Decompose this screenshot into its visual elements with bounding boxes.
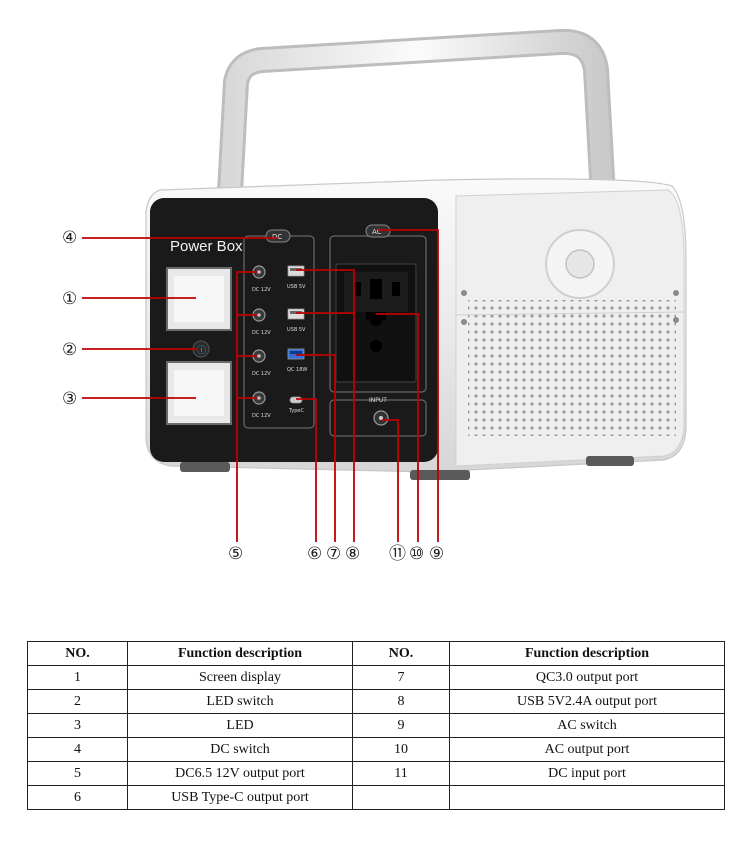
- svg-text:USB 5V: USB 5V: [287, 284, 306, 290]
- svg-text:DC: DC: [272, 233, 282, 241]
- table-cell: 4: [27, 737, 128, 762]
- table-header-row: NO. Function description NO. Function de…: [27, 641, 725, 666]
- callout-lines: [82, 229, 439, 542]
- svg-text:AC: AC: [372, 228, 382, 236]
- table-cell: AC output port: [449, 737, 725, 762]
- svg-text:DC 12V: DC 12V: [252, 413, 271, 419]
- table-row: 3 LED 9 AC switch: [27, 713, 725, 738]
- header-no: NO.: [352, 641, 450, 666]
- callout-8: ⑧: [345, 544, 360, 563]
- table-row: 4 DC switch 10 AC output port: [27, 737, 725, 762]
- callout-1: ①: [62, 289, 77, 308]
- dc-input-port[interactable]: [373, 410, 389, 426]
- table-cell: 2: [27, 689, 128, 714]
- qc-18w-port[interactable]: QC 18W: [287, 348, 307, 373]
- input-group-frame: [329, 399, 427, 437]
- callout-6: ⑥: [307, 544, 322, 563]
- brand-logo: Power Box: [170, 238, 243, 255]
- header-description: Function description: [127, 641, 353, 666]
- svg-text:DC 12V: DC 12V: [252, 287, 271, 293]
- table-cell: 5: [27, 761, 128, 786]
- callout-3: ③: [62, 389, 77, 408]
- dc-switch-button[interactable]: DC: [265, 229, 291, 243]
- table-row: 5 DC6.5 12V output port 11 DC input port: [27, 761, 725, 786]
- svg-text:QC 18W: QC 18W: [287, 367, 307, 373]
- table-cell: 1: [27, 665, 128, 690]
- table-cell: DC switch: [127, 737, 353, 762]
- svg-text:USB 5V: USB 5V: [287, 327, 306, 333]
- table-cell: USB 5V2.4A output port: [449, 689, 725, 714]
- table-cell: LED switch: [127, 689, 353, 714]
- table-cell: 9: [352, 713, 450, 738]
- table-cell: [352, 785, 450, 810]
- svg-text:DC 12V: DC 12V: [252, 371, 271, 377]
- handle-pivot: [545, 229, 615, 299]
- table-cell: 11: [352, 761, 450, 786]
- table-cell: 10: [352, 737, 450, 762]
- power-station-diagram: Power Box ⓘ DC DC 12V DC 12V DC 12V DC 1…: [62, 28, 687, 563]
- svg-text:TypeC: TypeC: [288, 408, 304, 414]
- table-cell: AC switch: [449, 713, 725, 738]
- callout-numbers: ④ ① ② ③ ⑤ ⑥ ⑦ ⑧ ⑪ ⑩ ⑨: [62, 228, 444, 563]
- callout-7: ⑦: [326, 544, 341, 563]
- table-cell: 7: [352, 665, 450, 690]
- table-cell: USB Type-C output port: [127, 785, 353, 810]
- table-cell: DC input port: [449, 761, 725, 786]
- table-cell: 8: [352, 689, 450, 714]
- header-no: NO.: [27, 641, 128, 666]
- table-cell: Screen display: [127, 665, 353, 690]
- table-row: 6 USB Type-C output port: [27, 785, 725, 810]
- callout-11: ⑪: [389, 544, 406, 563]
- handle: [217, 28, 619, 251]
- table-cell: 3: [27, 713, 128, 738]
- table-row: 2 LED switch 8 USB 5V2.4A output port: [27, 689, 725, 714]
- speaker-grille: [468, 300, 676, 436]
- callout-5: ⑤: [228, 544, 243, 563]
- header-description: Function description: [449, 641, 725, 666]
- callout-9: ⑨: [429, 544, 444, 563]
- table-cell: DC6.5 12V output port: [127, 761, 353, 786]
- svg-text:DC 12V: DC 12V: [252, 330, 271, 336]
- dc-12v-port[interactable]: DC 12V: [252, 349, 271, 377]
- table-cell: QC3.0 output port: [449, 665, 725, 690]
- callout-10: ⑩: [409, 544, 424, 563]
- ac-output-socket[interactable]: [335, 263, 417, 383]
- svg-text:ⓘ: ⓘ: [197, 345, 206, 356]
- function-table: NO. Function description NO. Function de…: [27, 641, 725, 810]
- ac-switch-button[interactable]: AC: [365, 224, 391, 238]
- table-cell: LED: [127, 713, 353, 738]
- table-cell: 6: [27, 785, 128, 810]
- callout-2: ②: [62, 340, 77, 359]
- table-row: 1 Screen display 7 QC3.0 output port: [27, 665, 725, 690]
- callout-4: ④: [62, 228, 77, 247]
- input-label: INPUT: [369, 397, 387, 404]
- dc-12v-port[interactable]: DC 12V: [252, 308, 271, 336]
- table-cell: [449, 785, 725, 810]
- dc-12v-port[interactable]: DC 12V: [252, 391, 271, 419]
